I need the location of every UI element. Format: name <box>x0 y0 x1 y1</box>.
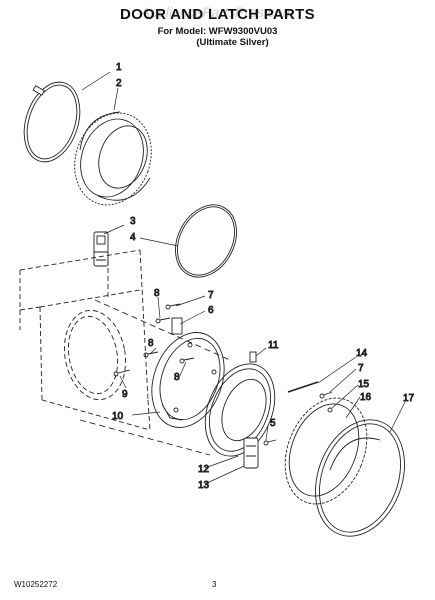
watermark: AppliancePartsPros.com <box>140 4 295 20</box>
part-bellows <box>74 111 152 206</box>
part-clamp-ring <box>23 81 81 163</box>
callout-labels: 1 2 3 4 5 6 7 7 8 8 8 9 10 11 12 13 14 1… <box>112 62 415 492</box>
callout-13: 13 <box>198 480 210 491</box>
callout-15: 15 <box>358 379 370 390</box>
callout-7-pin: 7 <box>358 363 364 374</box>
part-outer-door-panel <box>315 419 405 537</box>
part-hinge-pin <box>287 381 333 413</box>
callout-16: 16 <box>360 392 372 403</box>
callout-10: 10 <box>112 411 124 422</box>
callout-leaders <box>81 71 406 485</box>
callout-2: 2 <box>116 78 122 89</box>
callout-1: 1 <box>116 62 122 73</box>
part-door-seal <box>175 204 237 278</box>
part-screws <box>113 317 195 377</box>
callout-5: 5 <box>270 418 276 429</box>
model-line: For Model: WFW9300VU03 <box>157 26 278 37</box>
callout-8-mid: 8 <box>148 338 154 349</box>
callout-17: 17 <box>403 393 415 404</box>
diagram-title: DOOR AND LATCH PARTS <box>120 6 315 23</box>
callout-8-top: 8 <box>154 288 160 299</box>
part-hinge <box>165 303 183 335</box>
callout-14: 14 <box>356 348 368 359</box>
callout-6: 6 <box>208 305 214 316</box>
variant-line: (Ultimate Silver) <box>196 37 269 48</box>
callout-8-frame: 8 <box>174 372 180 383</box>
callout-3: 3 <box>130 216 136 227</box>
callout-4: 4 <box>130 232 136 243</box>
model-info: For Model: WFW9300VU03 (Ultimate Silver) <box>0 26 435 48</box>
callout-12: 12 <box>198 464 210 475</box>
part-door-latch <box>243 437 277 469</box>
callout-9: 9 <box>122 389 128 400</box>
callout-11: 11 <box>268 340 279 351</box>
part-11-clip <box>249 351 257 363</box>
part-door-glass <box>204 363 276 457</box>
part-latch-strike <box>93 231 109 267</box>
part-outer-door-frame <box>284 397 368 505</box>
callout-7-hinge: 7 <box>208 290 214 301</box>
page-number: 3 <box>212 580 217 589</box>
part-inner-door-frame <box>151 332 225 428</box>
document-number: W10252272 <box>14 580 58 589</box>
cabinet-front-panel <box>19 249 231 456</box>
